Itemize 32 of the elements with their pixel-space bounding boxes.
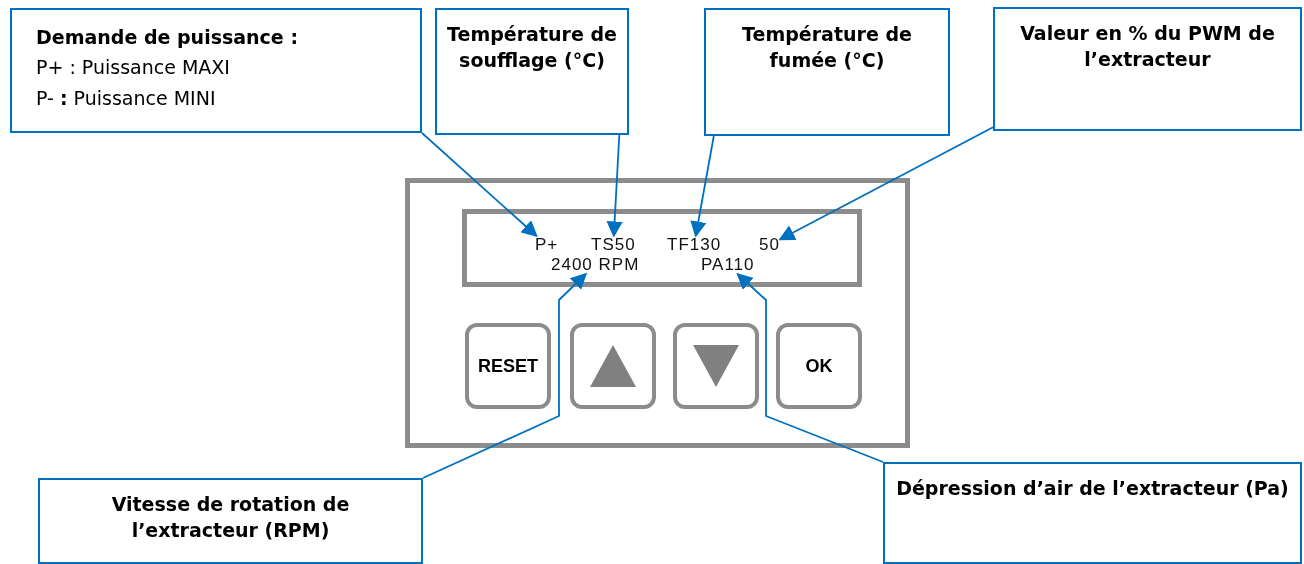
callout-box xyxy=(10,8,422,133)
callout-text: Température de soufflage (°C) xyxy=(447,22,617,73)
display-reading: P+ xyxy=(535,236,559,254)
up-button xyxy=(570,323,656,409)
callout-text: Température de fumée (°C) xyxy=(741,22,913,73)
arrow xyxy=(422,272,588,479)
callout-box xyxy=(993,7,1302,131)
display-reading: PA110 xyxy=(701,256,755,274)
arrow xyxy=(690,135,715,238)
display-reading: TF130 xyxy=(667,236,722,254)
arrow xyxy=(736,272,884,463)
callout-box xyxy=(883,462,1302,564)
callout-box xyxy=(435,8,629,135)
callout-text: Valeur en % du PWM de l’extracteur xyxy=(1019,21,1276,72)
arrow xyxy=(778,126,994,241)
arrow xyxy=(421,132,538,238)
display-reading: 2400 RPM xyxy=(551,256,640,274)
down-button xyxy=(673,323,759,409)
ok-button: OK xyxy=(776,323,862,409)
arrow xyxy=(606,134,623,238)
display-screen xyxy=(462,209,862,287)
callout-text: Demande de puissance : xyxy=(36,25,299,50)
callout-text: Dépression d’air de l’extracteur (Pa) xyxy=(895,476,1290,501)
callout-text: P- : Puissance MINI xyxy=(36,85,217,111)
callout-box xyxy=(704,8,950,136)
reset-button: RESET xyxy=(465,323,551,409)
display-reading: 50 xyxy=(759,236,780,254)
callout-text: P+ : Puissance MAXI xyxy=(36,55,231,81)
callout-box xyxy=(38,478,423,564)
callout-text: Vitesse de rotation de l’extracteur (RPM) xyxy=(110,492,351,543)
display-reading: TS50 xyxy=(591,236,636,254)
control-panel xyxy=(405,178,910,448)
